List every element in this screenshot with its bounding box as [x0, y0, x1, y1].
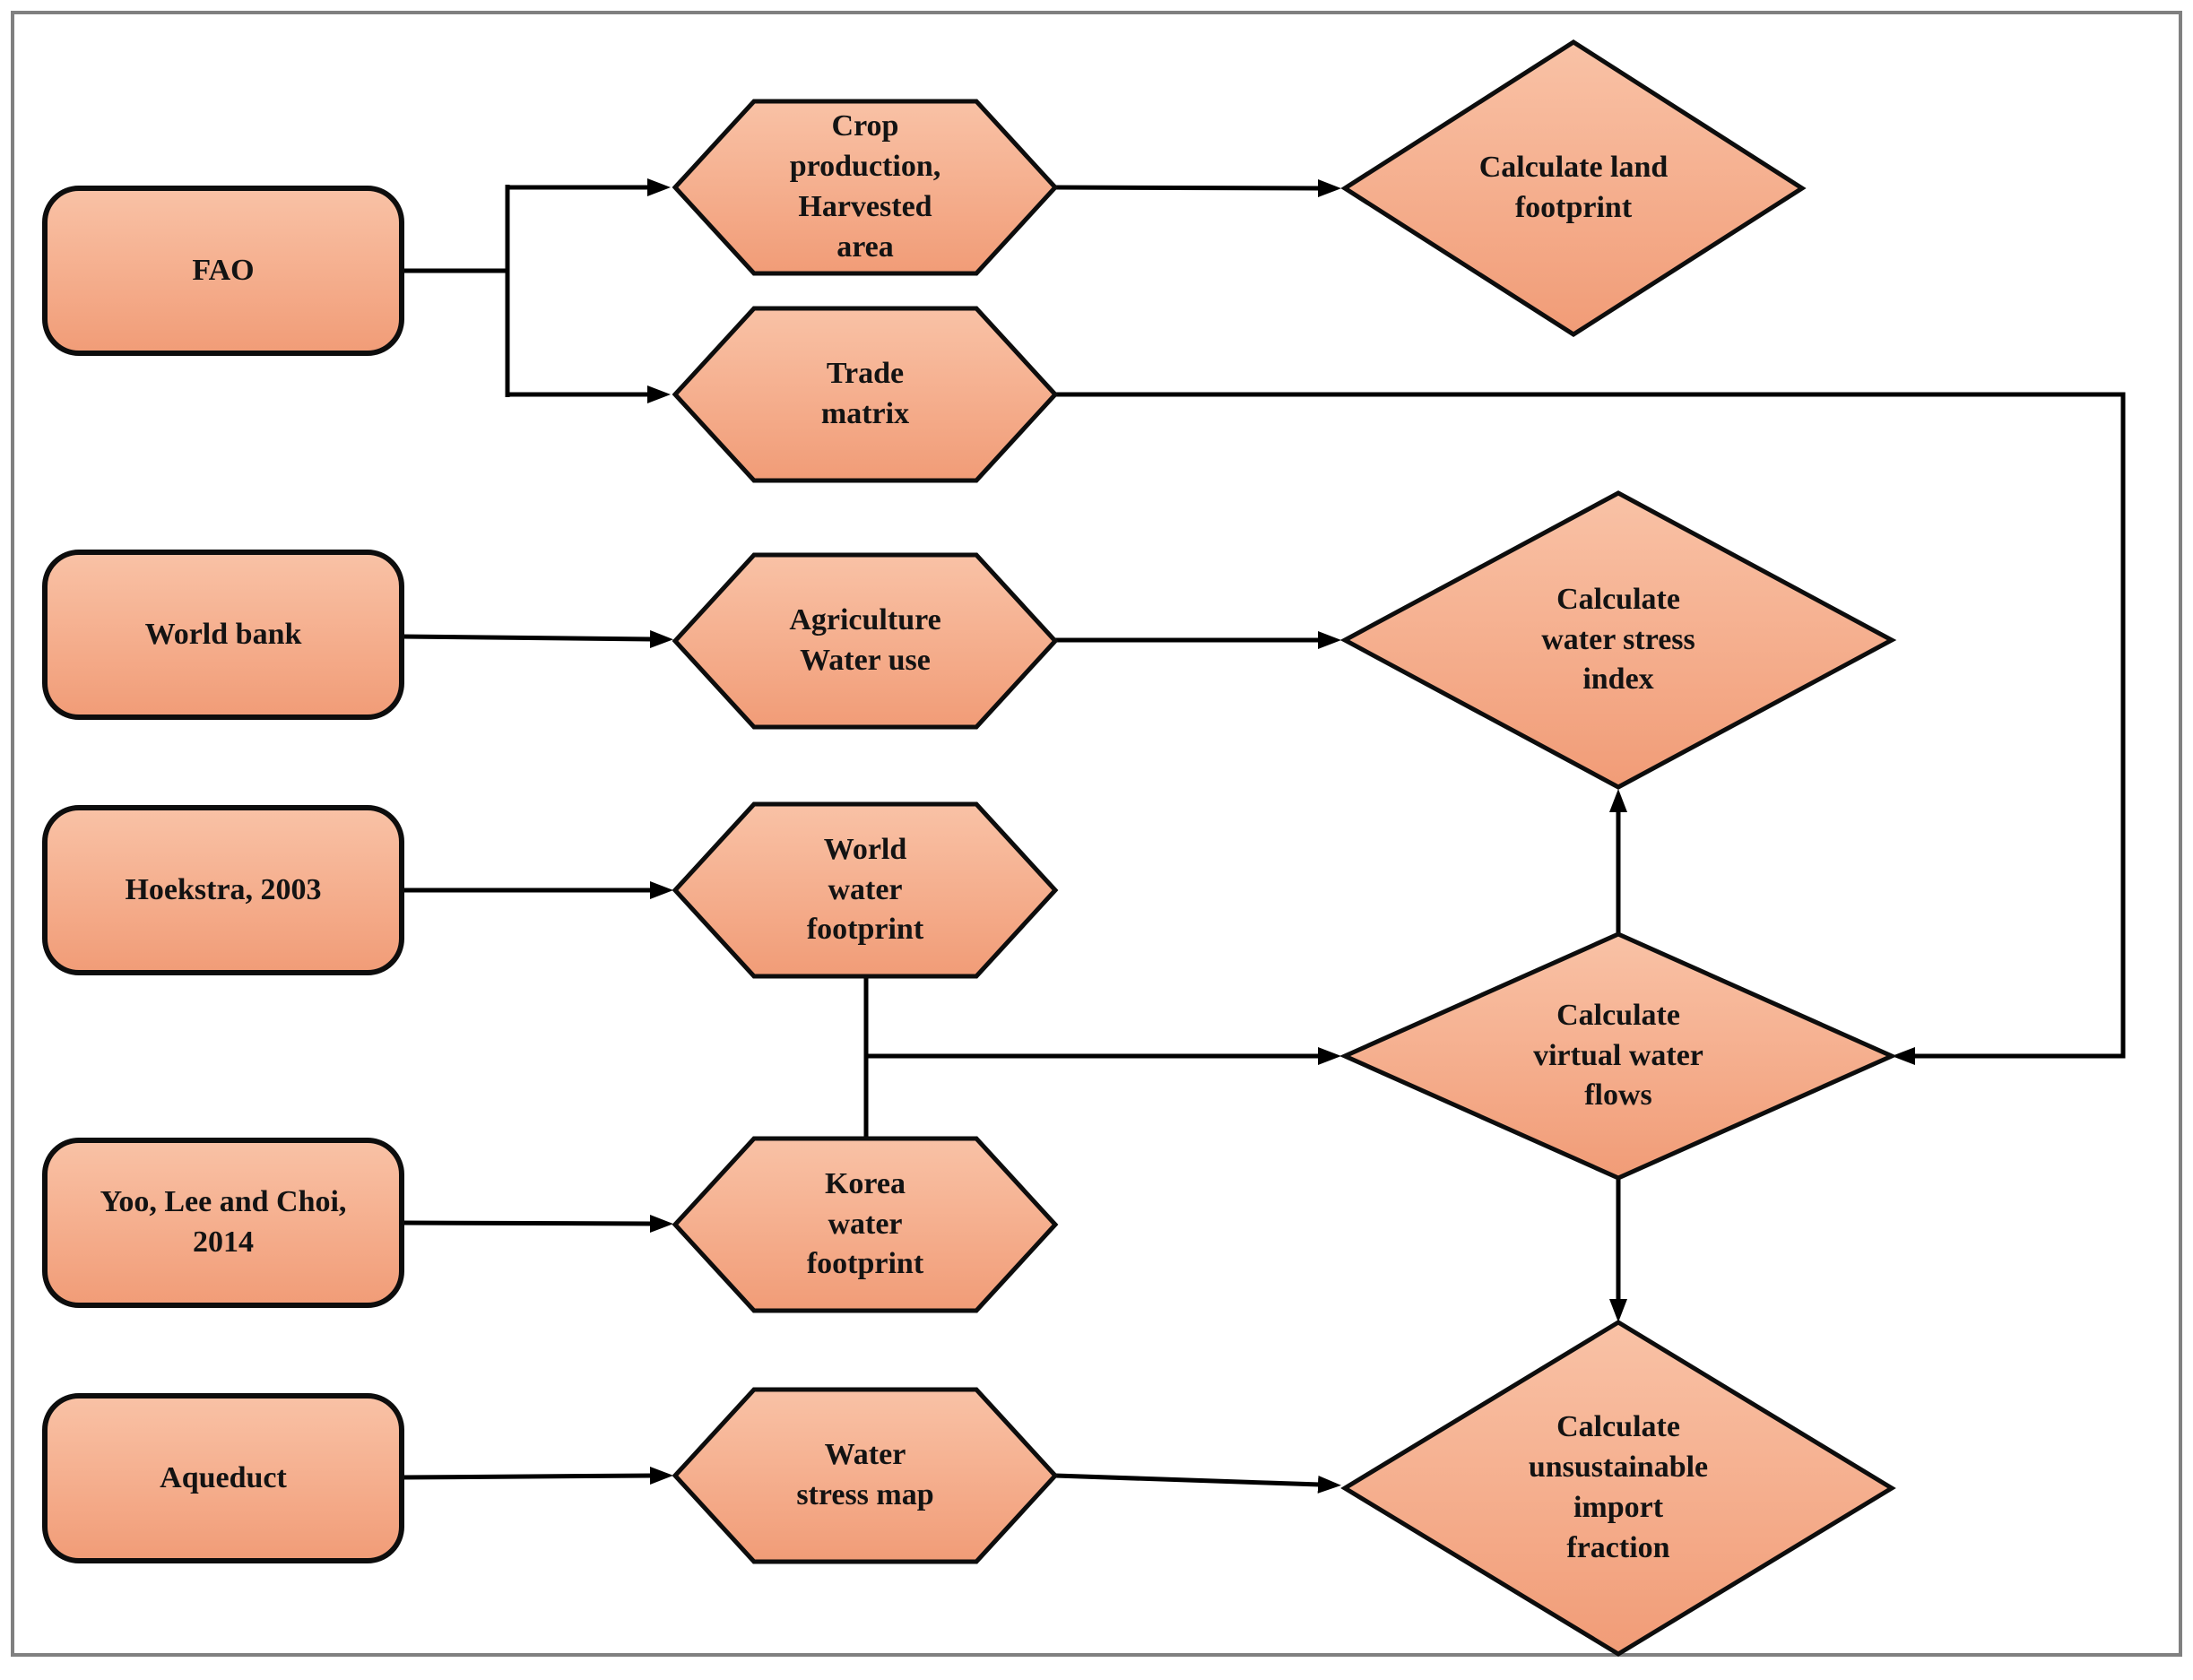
input-shapes [672, 99, 1059, 1564]
shape-calc-unsustainable-import-fraction [1340, 1320, 1896, 1657]
shape-crop-production [672, 99, 1059, 276]
shape-calc-virtual-water-flows [1339, 931, 1898, 1181]
shape-fao [42, 186, 404, 356]
edge-stress-map-to-import-fraction [1054, 1473, 1341, 1494]
shape-korea-water-footprint [672, 1136, 1059, 1313]
edge-trade-matrix-to-virtual-water [1055, 392, 2126, 1065]
shape-hoekstra-2003 [42, 805, 404, 975]
shape-calc-land-footprint [1340, 39, 1807, 337]
edge-worldbank-to-agwater [401, 629, 673, 648]
page-frame [11, 11, 2182, 1657]
source-shapes [42, 186, 404, 1563]
edge-yoo-to-kwf [401, 1214, 673, 1233]
process-shapes [1339, 39, 1898, 1657]
edge-crop-to-land-footprint [1054, 178, 1341, 197]
shape-water-stress-map [672, 1387, 1059, 1564]
shape-aqueduct [42, 1393, 404, 1563]
shape-trade-matrix [672, 306, 1059, 483]
shape-agriculture-water-use [672, 552, 1059, 730]
edge-lines [401, 178, 2126, 1494]
edge-aqueduct-to-stress-map [401, 1467, 673, 1485]
shape-world-water-footprint [672, 801, 1059, 979]
shape-world-bank [42, 550, 404, 720]
shape-calc-water-stress-index [1339, 490, 1897, 790]
shape-yoo-lee-choi [42, 1138, 404, 1308]
